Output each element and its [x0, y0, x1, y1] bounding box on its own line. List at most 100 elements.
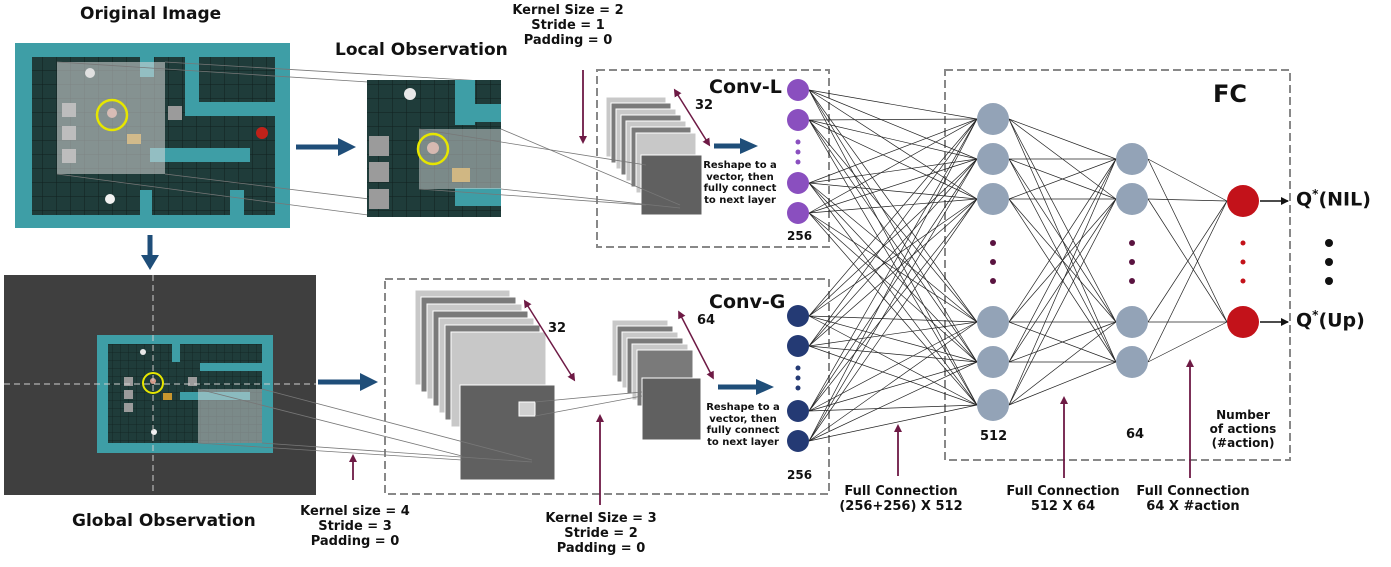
fc-label: FC [1213, 80, 1248, 108]
q-nil-star: * [1312, 187, 1319, 201]
connection-edge-input-512 [808, 119, 978, 160]
conv-l-neuron [787, 202, 809, 224]
ellipsis-dot [795, 149, 801, 155]
connection-edge-512-64 [1008, 361, 1117, 406]
output-neuron-up [1227, 306, 1259, 338]
connection-edge-64-output [1147, 200, 1228, 323]
connection-edge-input-512 [808, 158, 978, 184]
conv-g-neuron [787, 400, 809, 422]
hidden-neuron-512 [977, 103, 1009, 135]
conv-l-neuron [787, 109, 809, 131]
q-nil-label: Q*(NIL) [1296, 187, 1371, 211]
hidden-neuron-64 [1116, 306, 1148, 338]
num-actions-line-3: (#action) [1211, 435, 1275, 450]
connection-edge-input-512 [808, 182, 978, 406]
global-observation [4, 275, 316, 495]
ellipsis-dot [795, 375, 801, 381]
connection-edge-input-512 [808, 118, 978, 442]
conv-l-feature-maps [605, 96, 703, 216]
conv-g-feature-maps-2 [611, 319, 702, 441]
connection-edge-512-64 [1008, 198, 1117, 406]
hidden-64-count: 64 [1126, 427, 1145, 442]
conv-l-neuron [787, 79, 809, 101]
fc3-line-2: 64 X #action [1146, 498, 1240, 514]
kernel-global-size: Kernel size = 4 [300, 504, 410, 519]
conv-g-neuron [787, 305, 809, 327]
kernel-g2-stride: Stride = 2 [564, 525, 638, 541]
hidden-neuron-512 [977, 143, 1009, 175]
reshape-line-4: to next layer [707, 436, 779, 448]
ellipsis-dot [990, 278, 996, 284]
output-ellipsis [1325, 239, 1333, 285]
conv-l-count: 256 [787, 229, 813, 243]
conv-l-reshape-note: Reshape to a vector, then fully connect … [700, 160, 780, 206]
connection-edge-input-512 [808, 89, 978, 120]
q-up-base: Q [1296, 309, 1313, 332]
fc-box [944, 69, 1291, 461]
connection-edge-input-512 [808, 89, 978, 363]
reshape-line-3: fully connect [706, 425, 780, 436]
q-up-rest: (Up) [1318, 309, 1365, 332]
ellipsis-dot [1240, 240, 1246, 246]
connection-edge-input-512 [808, 315, 978, 363]
arrow-to-global-head [141, 255, 159, 270]
kernel-global-params: Kernel size = 4 Stride = 3 Padding = 0 [290, 504, 420, 550]
reshape-line-1: Reshape to a [706, 402, 780, 413]
conv-l-depth-label: 32 [695, 98, 714, 113]
connection-edge-input-512 [808, 118, 978, 412]
connection-edge-input-512 [808, 119, 978, 200]
connection-edge-input-512 [808, 361, 978, 412]
conv-g-depth-label-1: 32 [548, 321, 567, 336]
ellipsis-dot [990, 259, 996, 265]
connection-edge-input-512 [808, 198, 978, 412]
connection-edge-input-512 [808, 118, 978, 317]
fc3-line-1: Full Connection [1136, 484, 1250, 499]
connection-edge-input-512 [808, 361, 978, 442]
kernel-g2-size: Kernel Size = 3 [545, 511, 657, 526]
hidden-neuron-64 [1116, 183, 1148, 215]
connection-edge-input-512 [808, 119, 978, 363]
connection-edge-input-512 [808, 345, 978, 406]
fc3-label: Full Connection 64 X #action [1128, 484, 1258, 515]
fc2-label: Full Connection 512 X 64 [998, 484, 1128, 515]
connection-edge-input-512 [808, 158, 978, 317]
connection-edge-64-output [1147, 158, 1228, 323]
connection-edge-input-512 [808, 118, 978, 347]
connection-edge-512-64 [1008, 118, 1117, 323]
zoom-lines-conv-g2 [534, 391, 643, 417]
conv-g-depth-arrow-1 [523, 299, 576, 382]
kernel-g2-padding: Padding = 0 [556, 540, 646, 556]
conv-g-reshape-arrow-head [756, 379, 774, 395]
reshape-line-2: vector, then [706, 171, 774, 183]
conv-l-box [596, 69, 830, 248]
zoom-lines-conv-g [197, 388, 533, 463]
original-image [15, 43, 290, 228]
connection-edge-64-output [1147, 200, 1228, 363]
arrow-to-conv-g-head [360, 373, 378, 391]
hidden-neuron-512 [977, 346, 1009, 378]
connection-edge-input-512 [808, 321, 978, 442]
connection-edge-64-output [1147, 158, 1228, 202]
reshape-line-2: vector, then [709, 413, 777, 425]
connection-edge-512-64 [1008, 321, 1117, 406]
connection-edge-input-512 [808, 212, 978, 406]
ellipsis-dot [795, 385, 801, 391]
full-connection-lines [808, 89, 1228, 442]
connection-edge-64-output [1147, 321, 1228, 363]
reshape-line-1: Reshape to a [703, 160, 777, 171]
ellipsis-dot [1129, 278, 1135, 284]
local-observation [367, 80, 501, 217]
hidden-layer-64 [1116, 143, 1148, 378]
q-nil-base: Q [1296, 188, 1313, 211]
fc1-line-1: Full Connection [844, 484, 958, 499]
conv-g-reshape-note: Reshape to a vector, then fully connect … [703, 402, 783, 448]
kernel-global-stride: Stride = 3 [318, 518, 392, 534]
ellipsis-dot [795, 159, 801, 165]
kernel-local-padding: Padding = 0 [523, 32, 613, 48]
q-nil-rest: (NIL) [1318, 188, 1371, 211]
connection-edge-input-512 [808, 158, 978, 442]
fc1-line-2: (256+256) X 512 [839, 498, 963, 514]
connection-edge-input-512 [808, 118, 978, 214]
connection-edge-64-output [1147, 198, 1228, 323]
conv-g-neurons [787, 305, 809, 452]
